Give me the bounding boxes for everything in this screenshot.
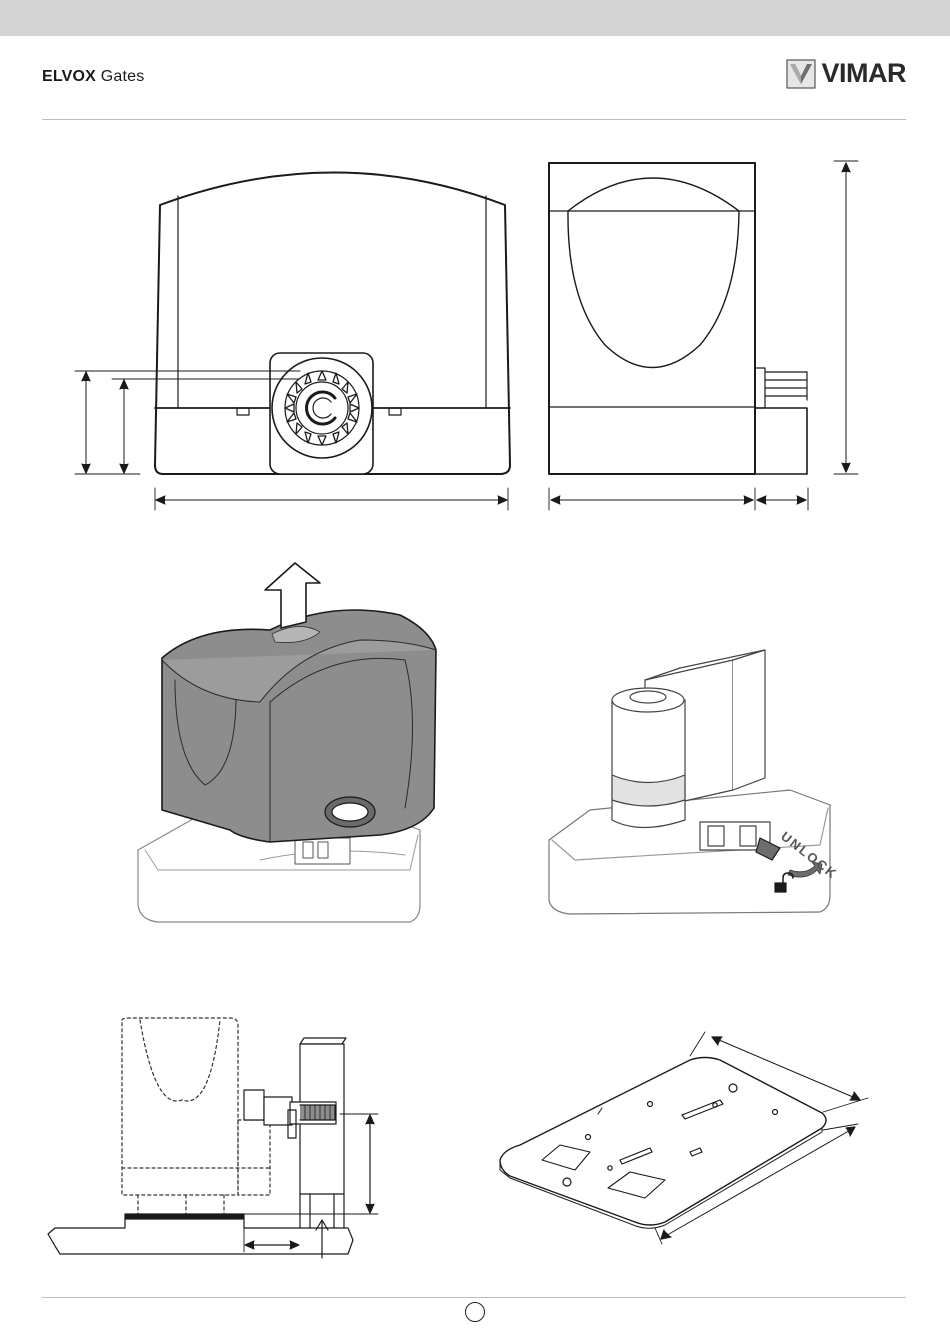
cover-removal-drawing <box>138 563 436 922</box>
front-view-drawing <box>75 173 510 511</box>
footer-rule <box>42 1297 906 1298</box>
base-plate-drawing <box>500 1032 868 1244</box>
installation-section-drawing <box>48 1018 378 1258</box>
side-view-drawing <box>549 161 858 510</box>
page-number-circle <box>465 1302 485 1322</box>
unlock-mechanism-drawing <box>549 650 830 914</box>
